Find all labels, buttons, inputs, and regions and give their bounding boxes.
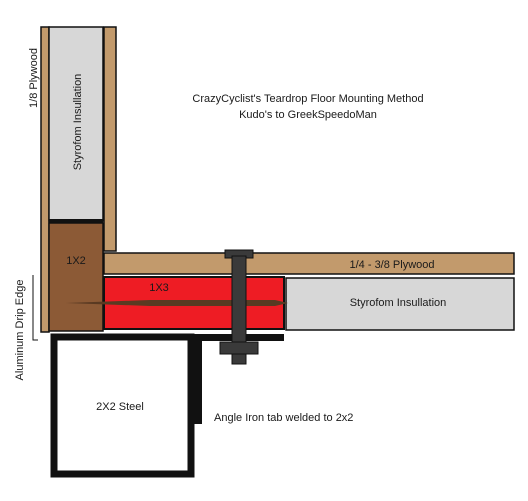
label-angle-iron: Angle Iron tab welded to 2x2 [214,412,353,424]
wall-plywood-inner [103,26,117,252]
label-plywood-wall: 1/8 Plywood [28,48,40,108]
label-styrofoam-wall: Styrofom Insullation [72,74,84,171]
steel-2x2 [50,333,195,478]
wall-styrofoam-base [49,219,103,223]
angle-iron-tab-vertical [194,334,202,424]
title-line-2: Kudo's to GreekSpeedoMan [239,109,377,121]
bolt-washer [219,341,259,355]
floor-styrofoam [285,277,515,331]
label-1x3: 1X3 [149,282,169,294]
drip-edge-marker [32,275,38,341]
label-styrofoam-floor: Styrofom Insullation [350,297,447,309]
label-steel-2x2: 2X2 Steel [96,401,144,413]
label-floor-plywood: 1/4 - 3/8 Plywood [350,259,435,271]
label-1x2: 1X2 [66,255,86,267]
bolt-shaft [231,255,247,365]
label-drip-edge: Aluminum Drip Edge [14,280,26,381]
wall-plywood-outer [40,26,50,333]
block-1x2 [48,222,104,332]
floor-plywood [103,252,515,275]
wall-styrofoam [48,26,104,222]
title-line-1: CrazyCyclist's Teardrop Floor Mounting M… [192,93,423,105]
